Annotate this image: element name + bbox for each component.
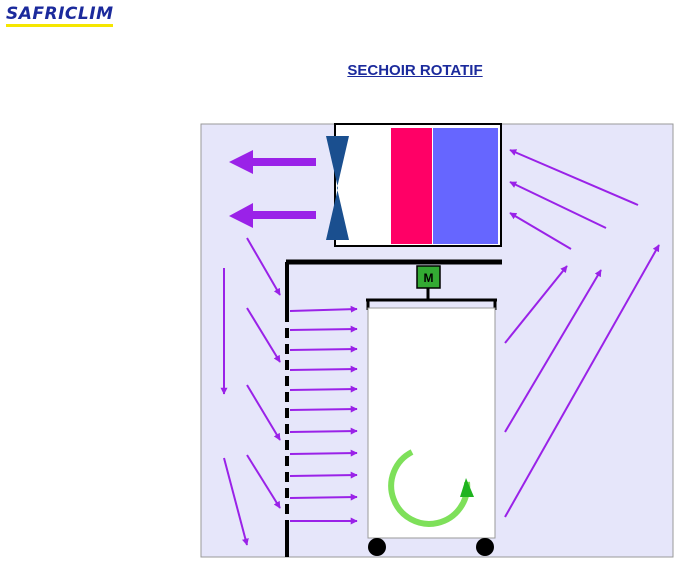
airflow-arrows <box>220 149 660 546</box>
brand-logo: SAFRICLIM <box>6 4 114 27</box>
wheel-right <box>476 538 494 556</box>
dryer-drum <box>366 298 497 556</box>
fan-icon <box>326 136 349 240</box>
chamber-walls <box>285 259 502 557</box>
page-title: SECHOIR ROTATIF <box>347 62 483 79</box>
motor-label: M <box>424 271 434 285</box>
exhaust-arrows <box>229 150 316 228</box>
motor: M <box>416 265 441 300</box>
evaporator-coil <box>433 128 498 244</box>
condenser-coil <box>391 128 432 244</box>
rotation-arrow-icon <box>388 449 471 527</box>
heat-pump-unit <box>326 123 502 247</box>
wheel-left <box>368 538 386 556</box>
rotation-arrowhead-icon <box>460 478 474 497</box>
